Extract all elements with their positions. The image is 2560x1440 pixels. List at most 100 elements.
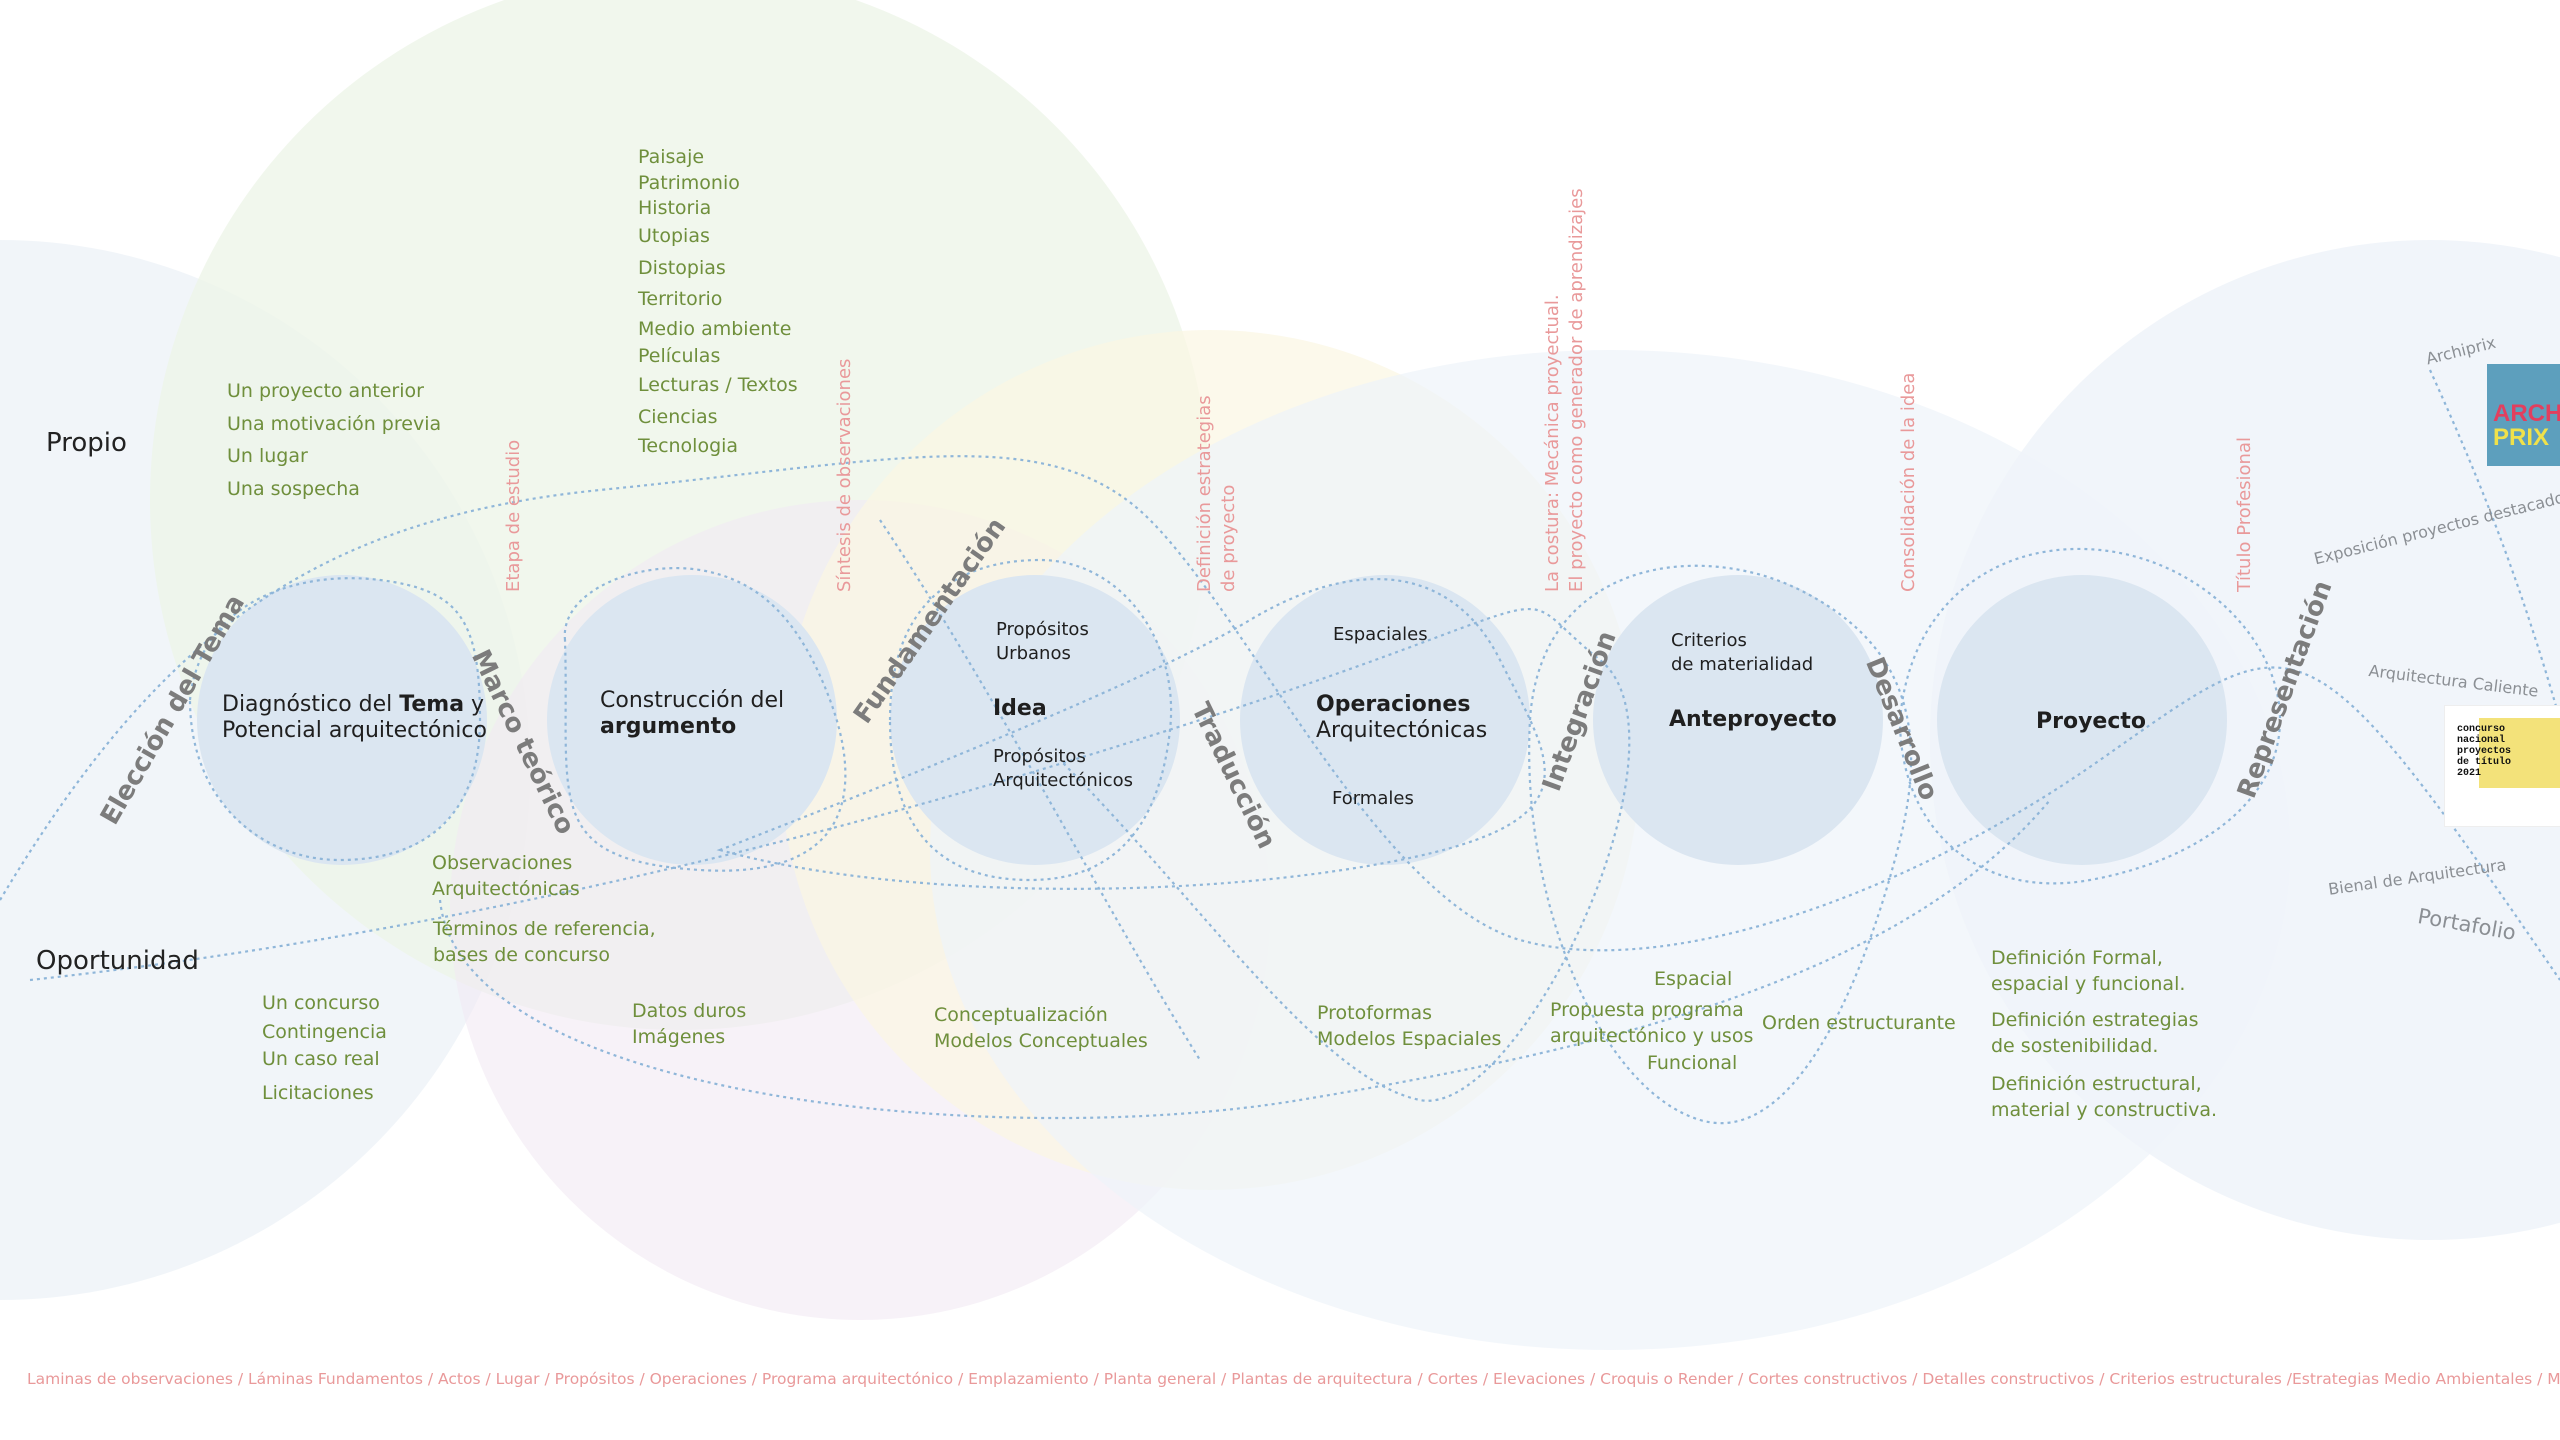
proto-line2: Modelos Espaciales (1317, 1028, 1502, 1050)
marco-item: Patrimonio (638, 172, 740, 194)
propio-label: Propio (46, 428, 127, 458)
concurso-badge: concurso nacional proyectos de título 20… (2444, 705, 2560, 827)
concurso-line3: proyectos (2457, 746, 2512, 757)
lower-item: Protoformas Modelos Espaciales (1317, 1000, 1501, 1052)
idea-bottom: Propósitos Arquitectónicos (993, 745, 1133, 793)
oportunidad-item: Un concurso (262, 992, 380, 1014)
concurso-line5: 2021 (2457, 768, 2482, 779)
footer-list: Laminas de observaciones / Láminas Funda… (27, 1370, 2560, 1388)
oportunidad-label: Oportunidad (36, 946, 199, 976)
terminos-line1: Términos de referencia, (433, 918, 656, 940)
label-etapa-estudio: Etapa de estudio (503, 439, 524, 592)
marco-item: Utopias (638, 225, 710, 247)
marco-item: Territorio (638, 288, 723, 310)
marco-item: Ciencias (638, 406, 718, 428)
operaciones-title2: Arquitectónicas (1316, 718, 1488, 743)
node-circle-anteproyecto (1593, 575, 1883, 865)
lower-item: Observaciones Arquitectónicas (432, 850, 580, 902)
anteproyecto-title: Anteproyecto (1669, 707, 1837, 732)
proto-line1: Protoformas (1317, 1002, 1433, 1024)
defA-line2: espacial y funcional. (1991, 973, 2186, 995)
propio-item: Un proyecto anterior (227, 380, 424, 402)
lower-item: Orden estructurante (1762, 1012, 1956, 1034)
oportunidad-item: Un caso real (262, 1048, 380, 1070)
marco-item: Tecnologia (638, 435, 739, 457)
terminos-line2: bases de concurso (433, 944, 610, 966)
concept-line2: Modelos Conceptuales (934, 1030, 1148, 1052)
node-diagnostico: Diagnóstico del Tema y Potencial arquite… (222, 692, 487, 744)
concurso-line1: concurso (2457, 724, 2506, 735)
defC-line2: material y constructiva. (1991, 1099, 2218, 1121)
marco-item: Medio ambiente (638, 318, 792, 340)
operaciones-bottom: Formales (1332, 788, 1414, 809)
idea-bot2: Arquitectónicos (993, 770, 1134, 791)
marco-item: Películas (638, 345, 721, 367)
idea-top: Propósitos Urbanos (996, 618, 1089, 666)
label-definicion-2: de proyecto (1218, 484, 1239, 592)
node-construccion: Construcción del argumento (600, 688, 784, 740)
archiprix-line2: PRIX (2493, 424, 2550, 451)
idea-title: Idea (993, 696, 1047, 721)
diagnostico-line2: Potencial arquitectónico (222, 718, 487, 743)
label-sintesis: Síntesis de observaciones (834, 358, 855, 592)
lower-item: Definición Formal, espacial y funcional. (1991, 945, 2185, 997)
oportunidad-item: Contingencia (262, 1021, 387, 1043)
marco-item: Distopias (638, 257, 726, 279)
concurso-line2: nacional (2457, 735, 2506, 746)
marco-item: Lecturas / Textos (638, 374, 798, 396)
diagnostico-line1a: Diagnóstico del (222, 692, 400, 717)
lower-item: Definición estrategias de sostenibilidad… (1991, 1007, 2199, 1059)
propuesta-line1: Propuesta programa (1550, 999, 1744, 1021)
lower-item: Conceptualización Modelos Conceptuales (934, 1002, 1148, 1054)
node-circles (197, 575, 2227, 865)
defB-line1: Definición estrategias (1991, 1009, 2199, 1031)
lower-item: Funcional (1647, 1052, 1738, 1074)
idea-bot1: Propósitos (993, 746, 1086, 767)
node-circle-operaciones (1240, 575, 1530, 865)
concurso-text: concurso nacional proyectos de título 20… (2457, 724, 2511, 779)
marco-item: Historia (638, 197, 712, 219)
concept-line1: Conceptualización (934, 1004, 1108, 1026)
lower-item: Definición estructural, material y const… (1991, 1071, 2217, 1123)
oportunidad-item: Licitaciones (262, 1082, 374, 1104)
diagnostico-tema: Tema (399, 692, 465, 717)
idea-top1: Propósitos (996, 619, 1089, 640)
label-costura-2: El proyecto como generador de aprendizaj… (1566, 188, 1587, 592)
construccion-line2: argumento (600, 714, 737, 739)
operaciones-top: Espaciales (1333, 624, 1428, 645)
construccion-line1: Construcción del (600, 688, 785, 713)
defA-line1: Definición Formal, (1991, 947, 2163, 969)
archiprix-badge: ARCHI PRIX (2487, 364, 2560, 466)
datos-line2: Imágenes (632, 1026, 726, 1048)
concurso-line4: de título (2457, 757, 2512, 768)
lower-item: Datos duros Imágenes (632, 998, 746, 1050)
anteproyecto-top2: de materialidad (1671, 654, 1814, 675)
label-consolidacion: Consolidación de la idea (1898, 372, 1919, 592)
label-titulo: Título Profesional (2234, 437, 2255, 592)
node-circle-diagnostico (197, 575, 487, 865)
dotted-paths (0, 369, 2560, 1124)
propio-item: Una motivación previa (227, 413, 442, 435)
node-circle-construccion (547, 575, 837, 865)
operaciones-title: Operaciones Arquitectónicas (1316, 692, 1487, 744)
label-costura-1: La costura: Mecánica proyectual. (1542, 294, 1563, 592)
datos-line1: Datos duros (632, 1000, 747, 1022)
lower-item: Propuesta programa arquitectónico y usos (1550, 997, 1753, 1049)
propio-item: Una sospecha (227, 478, 360, 500)
anteproyecto-top1: Criterios (1671, 630, 1747, 651)
defC-line1: Definición estructural, (1991, 1073, 2202, 1095)
observaciones-line2: Arquitectónicas (432, 878, 580, 900)
lower-item: Términos de referencia, bases de concurs… (433, 916, 656, 968)
propuesta-line2: arquitectónico y usos (1550, 1025, 1754, 1047)
node-circle-proyecto (1937, 575, 2227, 865)
label-definicion-1: Definición estrategias (1194, 395, 1215, 592)
archiprix-line1: ARCHI (2493, 400, 2560, 427)
lower-item: Espacial (1654, 968, 1733, 990)
archiprix-badge-text: ARCHI PRIX (2493, 402, 2560, 450)
propio-item: Un lugar (227, 445, 308, 467)
idea-top2: Urbanos (996, 643, 1071, 664)
diagnostico-line1c: y (464, 692, 485, 717)
concurso-yellow (2479, 718, 2560, 788)
